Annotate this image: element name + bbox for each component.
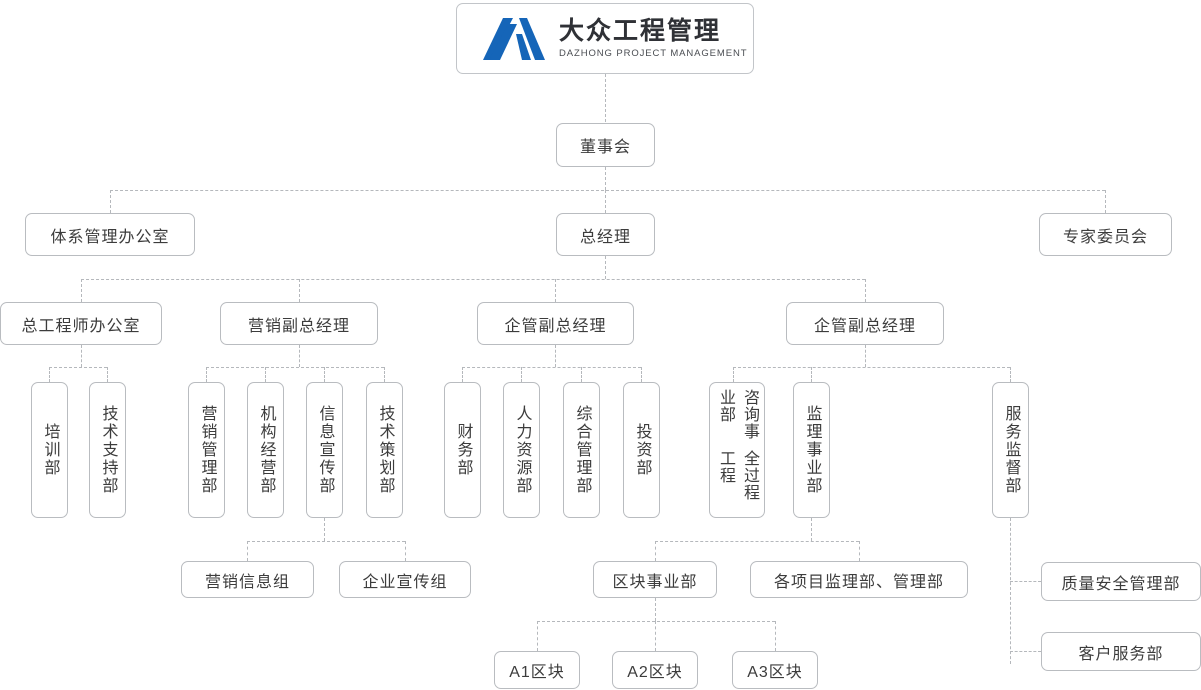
- full-process-col-2: 全过程工程: [717, 450, 758, 501]
- connector-to-project-supervision-depts: [859, 541, 860, 561]
- node-block-division[interactable]: 区块事业部: [593, 561, 717, 598]
- connector-enterprise-vp1-down: [555, 345, 556, 367]
- node-supervision-division[interactable]: 监理事业部: [793, 382, 830, 518]
- connector-to-institution-ops-dept: [265, 367, 266, 382]
- connector-bus-enterprise-vp-2: [865, 279, 866, 302]
- connector-bus-marketing-vp: [299, 279, 300, 302]
- connector-enterprise1-bus: [462, 367, 641, 368]
- connector-info-publicity-down: [324, 518, 325, 541]
- node-hr-dept[interactable]: 人力资源部: [503, 382, 540, 518]
- node-full-process-consulting-division[interactable]: 咨询事业部 全过程工程: [709, 382, 765, 518]
- node-training-dept[interactable]: 培训部: [31, 382, 68, 518]
- connector-to-quality-safety-dept: [1010, 581, 1041, 582]
- brand-name-en: DAZHONG PROJECT MANAGEMENT: [559, 48, 748, 60]
- connector-to-hr-dept: [521, 367, 522, 382]
- node-chief-engineer-office[interactable]: 总工程师办公室: [0, 302, 162, 345]
- connector-bus-system-office: [110, 190, 111, 213]
- node-project-supervision-depts[interactable]: 各项目监理部、管理部: [750, 561, 968, 598]
- connector-tier3-bus: [81, 279, 865, 280]
- connector-board-down: [605, 167, 606, 190]
- connector-to-corporate-publicity-group: [405, 541, 406, 561]
- mountain-logo-icon: [483, 16, 545, 62]
- node-info-publicity-dept[interactable]: 信息宣传部: [306, 382, 343, 518]
- connector-to-general-mgmt-dept: [581, 367, 582, 382]
- connector-to-service-supervision-dept: [1010, 367, 1011, 382]
- connector-brand-board: [605, 74, 606, 122]
- connector-to-full-process-division: [733, 367, 734, 382]
- connector-bus-chief-engineer: [81, 279, 82, 302]
- node-institution-ops-dept[interactable]: 机构经营部: [247, 382, 284, 518]
- connector-to-investment-dept: [641, 367, 642, 382]
- node-investment-dept[interactable]: 投资部: [623, 382, 660, 518]
- connector-bus-general-manager: [605, 190, 606, 213]
- connector-to-block-a3: [775, 621, 776, 651]
- node-block-a3[interactable]: A3区块: [732, 651, 818, 689]
- connector-bus-expert-committee: [1105, 190, 1106, 213]
- connector-to-marketing-info-group: [247, 541, 248, 561]
- connector-tier2-bus: [110, 190, 1105, 191]
- node-block-a1[interactable]: A1区块: [494, 651, 580, 689]
- brand-logo-box: 大众工程管理 DAZHONG PROJECT MANAGEMENT: [456, 3, 754, 74]
- node-general-mgmt-dept[interactable]: 综合管理部: [563, 382, 600, 518]
- connector-to-block-a1: [537, 621, 538, 651]
- connector-blocks-bus: [537, 621, 775, 622]
- connector-to-tech-support-dept: [107, 367, 108, 382]
- connector-chief-engineer-bus: [49, 367, 107, 368]
- brand-name-cn: 大众工程管理: [559, 16, 722, 45]
- node-expert-committee[interactable]: 专家委员会: [1039, 213, 1172, 256]
- connector-enterprise-vp2-down: [865, 345, 866, 367]
- connector-supervision-bus: [655, 541, 859, 542]
- node-enterprise-vp-2[interactable]: 企管副总经理: [786, 302, 944, 345]
- connector-publicity-bus: [247, 541, 405, 542]
- node-marketing-mgmt-dept[interactable]: 营销管理部: [188, 382, 225, 518]
- connector-to-block-a2: [655, 621, 656, 651]
- node-corporate-publicity-group[interactable]: 企业宣传组: [339, 561, 471, 598]
- connector-to-block-division: [655, 541, 656, 561]
- connector-to-marketing-mgmt-dept: [206, 367, 207, 382]
- connector-marketing-bus: [206, 367, 384, 368]
- node-marketing-info-group[interactable]: 营销信息组: [181, 561, 314, 598]
- connector-service-supervision-down: [1010, 518, 1011, 664]
- node-general-manager[interactable]: 总经理: [556, 213, 655, 256]
- connector-supervision-down: [811, 518, 812, 541]
- full-process-col-1: 咨询事业部: [717, 389, 758, 440]
- node-tech-support-dept[interactable]: 技术支持部: [89, 382, 126, 518]
- node-tech-planning-dept[interactable]: 技术策划部: [366, 382, 403, 518]
- node-service-supervision-dept[interactable]: 服务监督部: [992, 382, 1029, 518]
- node-enterprise-vp-1[interactable]: 企管副总经理: [477, 302, 634, 345]
- connector-to-customer-service-dept: [1010, 651, 1041, 652]
- connector-to-tech-planning-dept: [384, 367, 385, 382]
- node-quality-safety-dept[interactable]: 质量安全管理部: [1041, 562, 1201, 601]
- connector-enterprise2-bus: [733, 367, 1010, 368]
- node-marketing-vp[interactable]: 营销副总经理: [220, 302, 378, 345]
- connector-gm-down: [605, 256, 606, 279]
- connector-to-training-dept: [49, 367, 50, 382]
- node-block-a2[interactable]: A2区块: [612, 651, 698, 689]
- node-finance-dept[interactable]: 财务部: [444, 382, 481, 518]
- brand-text: 大众工程管理 DAZHONG PROJECT MANAGEMENT: [559, 16, 748, 60]
- connector-bus-enterprise-vp-1: [555, 279, 556, 302]
- connector-block-division-down: [655, 598, 656, 621]
- connector-to-supervision-division: [811, 367, 812, 382]
- connector-to-info-publicity-dept: [324, 367, 325, 382]
- connector-to-finance-dept: [462, 367, 463, 382]
- node-customer-service-dept[interactable]: 客户服务部: [1041, 632, 1201, 671]
- connector-marketing-vp-down: [299, 345, 300, 367]
- connector-chief-engineer-down: [81, 345, 82, 367]
- node-board[interactable]: 董事会: [556, 123, 655, 167]
- node-system-office[interactable]: 体系管理办公室: [25, 213, 195, 256]
